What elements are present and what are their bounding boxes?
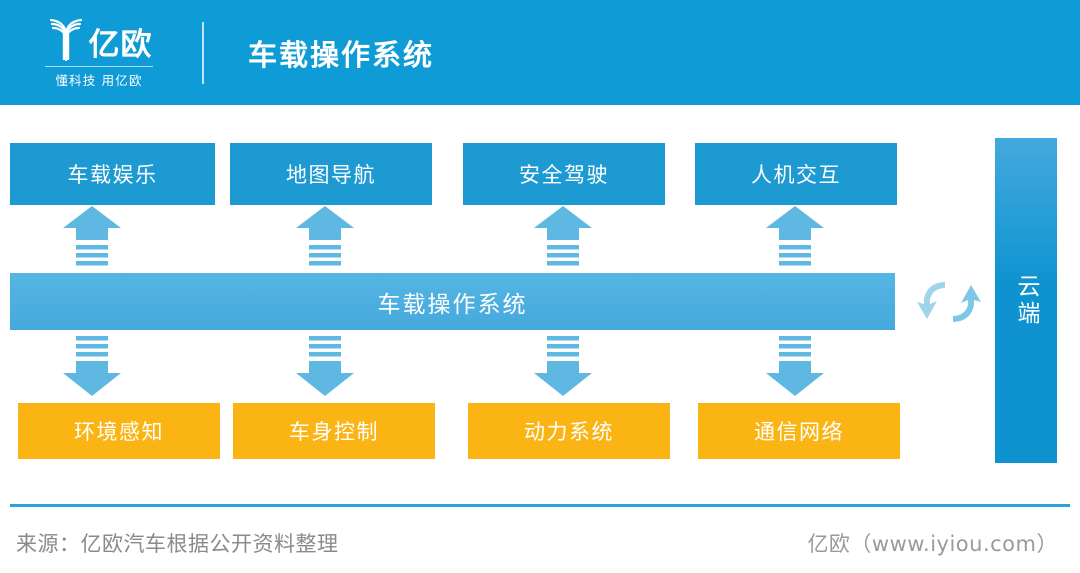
page-title: 车载操作系统 <box>248 37 435 72</box>
bottom-box-label: 通信网络 <box>754 420 844 444</box>
arrow-up-3-icon <box>534 206 592 268</box>
footer-credit-text: 亿欧（www.iyiou.com） <box>807 531 1058 556</box>
top-box-label: 安全驾驶 <box>519 163 609 187</box>
top-box-label: 人机交互 <box>751 163 841 187</box>
footer-source-text: 来源：亿欧汽车根据公开资料整理 <box>16 531 339 556</box>
arrow-down-2-icon <box>296 334 354 396</box>
arrow-up-2-icon <box>296 206 354 268</box>
arrow-up-4-icon <box>766 206 824 268</box>
footer-divider <box>10 504 1070 507</box>
bottom-box-label: 动力系统 <box>524 420 614 444</box>
cloud-bar-label: 云端 <box>1013 273 1039 328</box>
brand-logo: 亿欧 懂科技 用亿欧 <box>38 16 160 89</box>
top-box-human-machine-interaction[interactable]: 人机交互 <box>695 143 897 205</box>
top-box-safe-driving[interactable]: 安全驾驶 <box>463 143 665 205</box>
bottom-box-label: 环境感知 <box>74 420 164 444</box>
arrow-down-3-icon <box>534 334 592 396</box>
diagram-canvas: 车载娱乐 地图导航 安全驾驶 人机交互 <box>0 105 1080 500</box>
logo-tagline: 懂科技 用亿欧 <box>55 73 143 88</box>
bidirectional-sync-arrows-icon <box>915 268 983 336</box>
top-box-car-entertainment[interactable]: 车载娱乐 <box>10 143 215 205</box>
bottom-box-environment-perception[interactable]: 环境感知 <box>18 403 220 459</box>
os-center-bar[interactable]: 车载操作系统 <box>10 273 895 330</box>
os-center-bar-label: 车载操作系统 <box>377 291 528 318</box>
cloud-bar[interactable]: 云端 <box>995 138 1057 463</box>
arrow-down-4-icon <box>766 334 824 396</box>
logo-wordmark: 亿欧 <box>88 27 153 63</box>
top-box-label: 车载娱乐 <box>67 163 158 187</box>
yiou-tree-logo-icon <box>46 18 86 62</box>
top-box-map-navigation[interactable]: 地图导航 <box>230 143 432 205</box>
bottom-box-communication-network[interactable]: 通信网络 <box>698 403 900 459</box>
bottom-box-body-control[interactable]: 车身控制 <box>233 403 435 459</box>
logo-row: 亿欧 <box>46 16 153 62</box>
bottom-box-label: 车身控制 <box>289 420 379 444</box>
logo-underline <box>45 66 153 67</box>
arrow-up-1-icon <box>63 206 121 268</box>
arrow-down-1-icon <box>63 334 121 396</box>
page-footer: 来源：亿欧汽车根据公开资料整理 亿欧（www.iyiou.com） <box>0 512 1080 573</box>
header-divider <box>202 21 204 84</box>
bottom-box-powertrain-system[interactable]: 动力系统 <box>468 403 670 459</box>
top-box-label: 地图导航 <box>286 163 376 187</box>
page-header: 亿欧 懂科技 用亿欧 车载操作系统 <box>0 0 1080 105</box>
